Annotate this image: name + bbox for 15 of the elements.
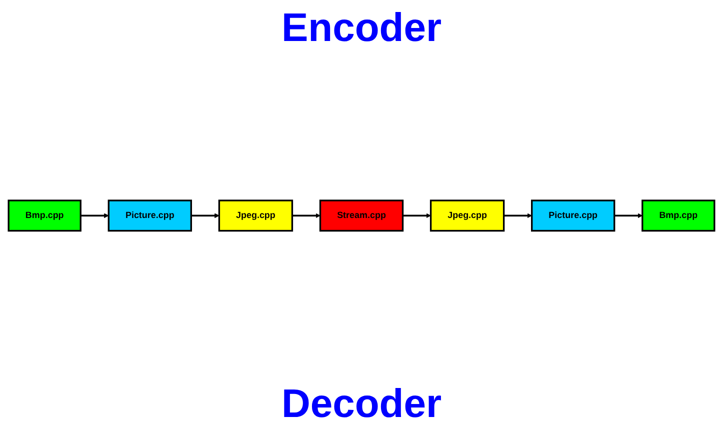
- section-heading: Encoder: [281, 5, 442, 52]
- node-box: Stream.cpp: [319, 200, 404, 232]
- arrow: [80, 214, 109, 218]
- arrow: [504, 214, 532, 218]
- arrow: [614, 214, 643, 218]
- arrow: [292, 214, 320, 218]
- node-box: Picture.cpp: [108, 200, 192, 232]
- section-heading: Decoder: [281, 381, 442, 428]
- node-box: Picture.cpp: [531, 200, 616, 232]
- arrow: [402, 214, 431, 218]
- node-box: Bmp.cpp: [8, 200, 82, 232]
- node-box: Jpeg.cpp: [218, 200, 294, 232]
- node-box: Jpeg.cpp: [430, 200, 505, 232]
- arrow: [191, 214, 220, 218]
- node-box: Bmp.cpp: [642, 200, 716, 232]
